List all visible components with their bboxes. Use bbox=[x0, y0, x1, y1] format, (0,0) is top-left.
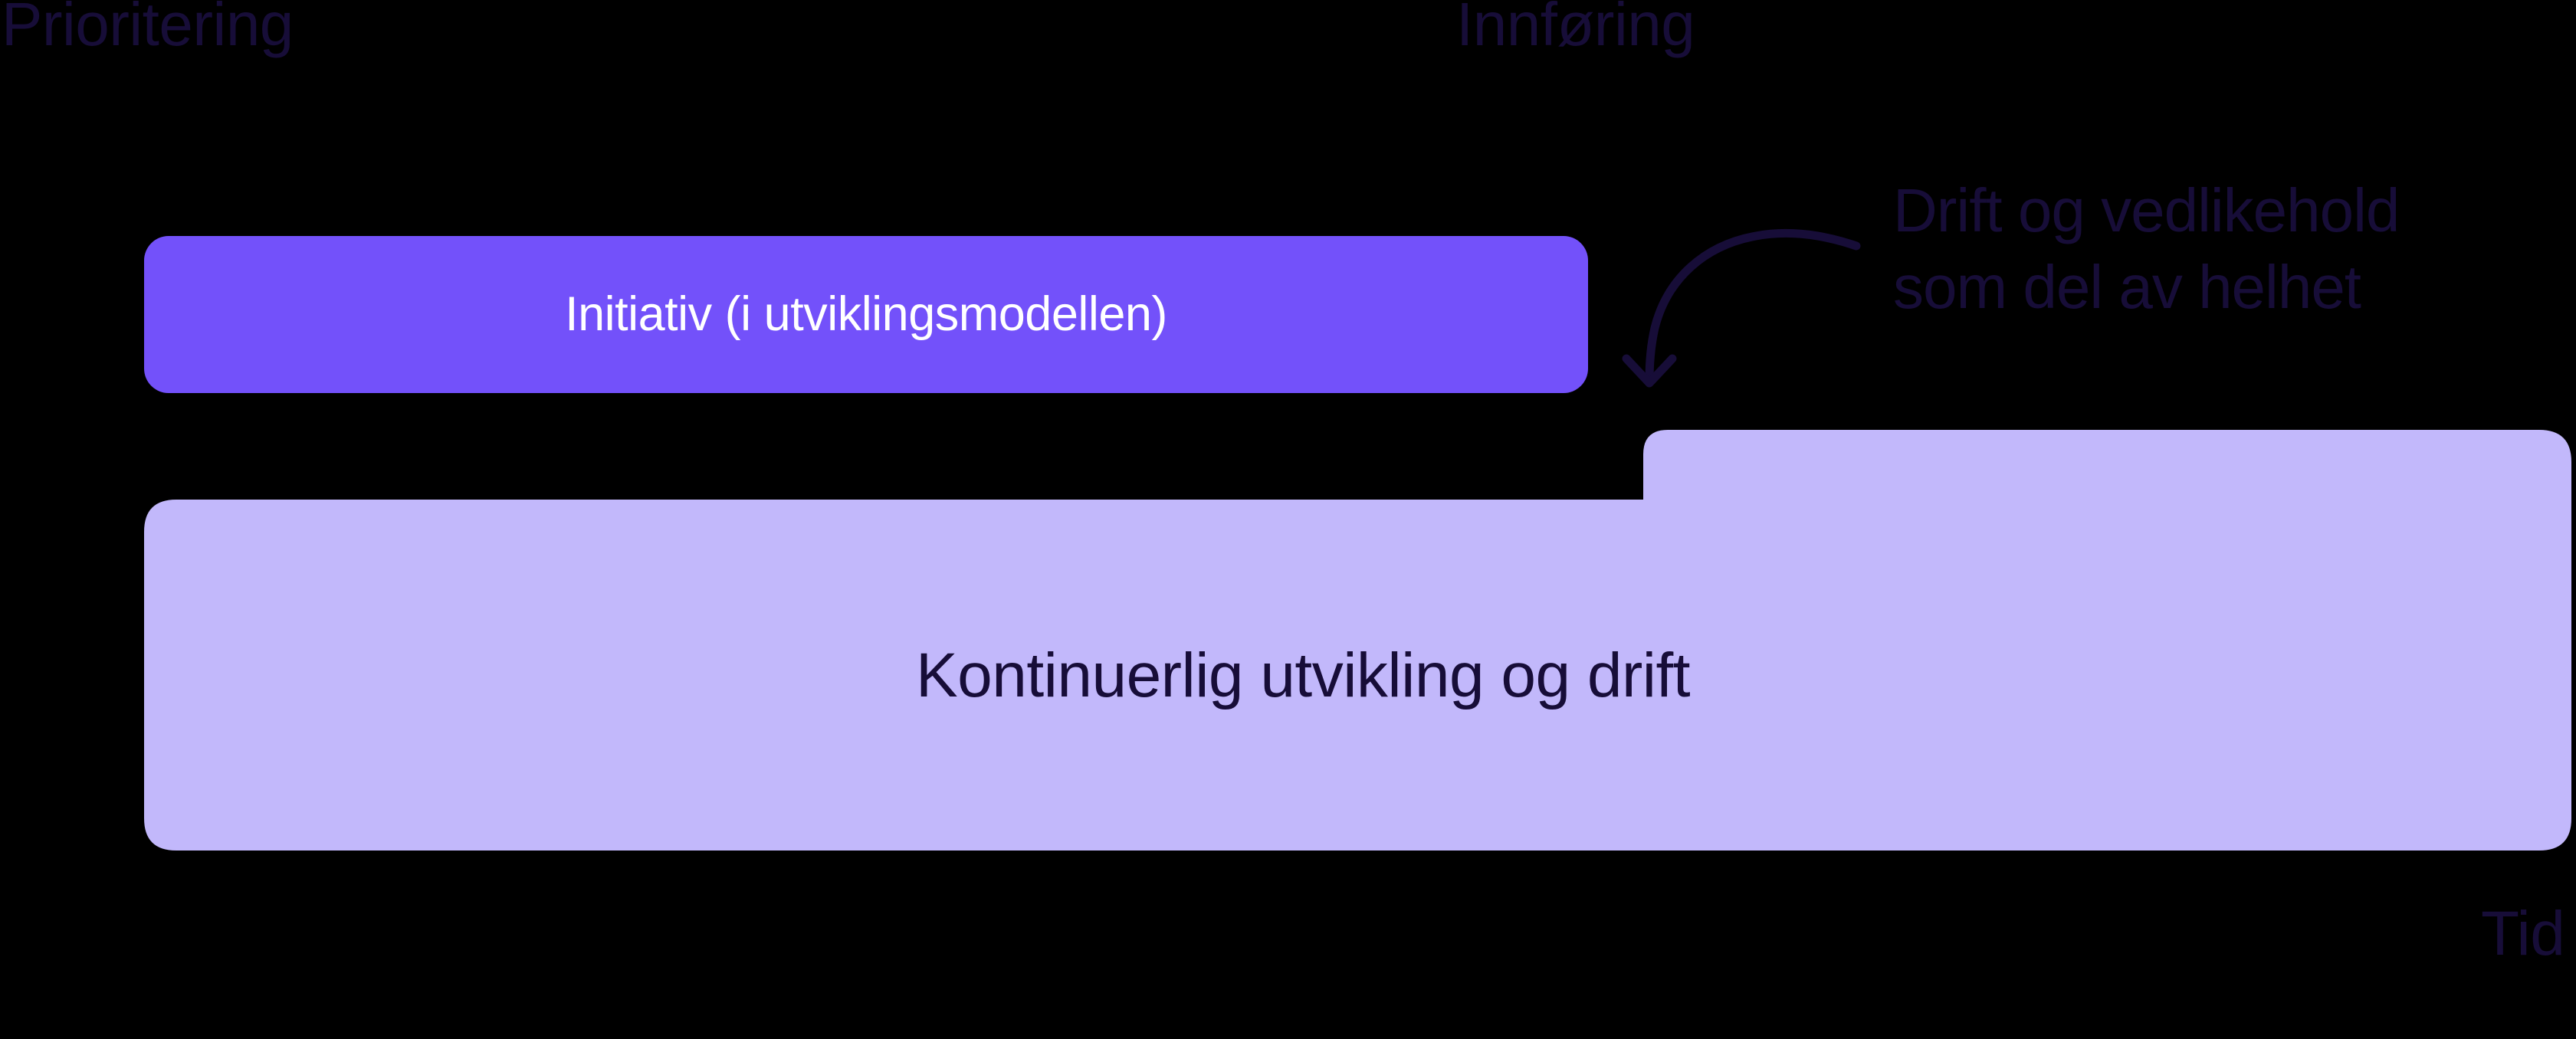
phase-label-innforing: Innføring bbox=[1456, 0, 1695, 58]
curved-arrow-line bbox=[1645, 228, 1861, 385]
initiative-box: Initiativ (i utviklingsmodellen) bbox=[144, 236, 1588, 393]
curved-arrow-head bbox=[1622, 354, 1677, 388]
phase-label-prioritering: Prioritering bbox=[2, 0, 294, 58]
initiative-box-label: Initiativ (i utviklingsmodellen) bbox=[565, 287, 1167, 341]
time-axis-label: Tid bbox=[2481, 899, 2565, 969]
curved-arrow bbox=[1622, 228, 1861, 388]
continuous-box-label: Kontinuerlig utvikling og drift bbox=[915, 641, 1691, 710]
annotation-line2: som del av helhet bbox=[1893, 253, 2361, 321]
annotation-drift: Drift og vedlikehold som del av helhet bbox=[1893, 172, 2400, 326]
annotation-line1: Drift og vedlikehold bbox=[1893, 176, 2400, 244]
